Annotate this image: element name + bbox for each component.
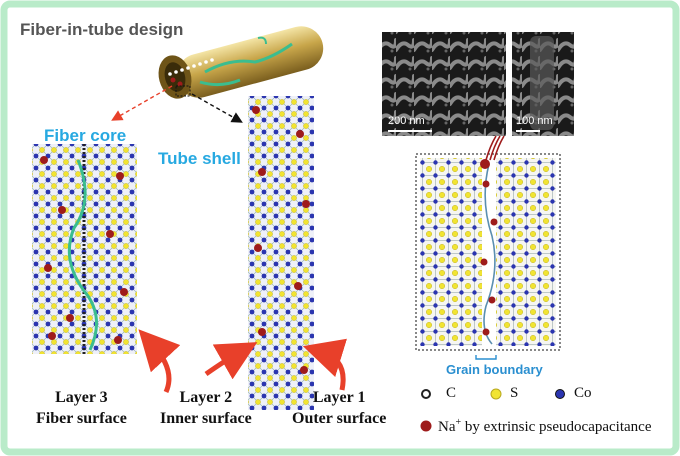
layer-desc: Inner surface (160, 410, 252, 427)
layer-name: Layer 2 (179, 389, 233, 406)
layer-3-caption: Layer 3 Fiber surface (36, 387, 127, 429)
layer-1-caption: Layer 1 Outer surface (292, 387, 386, 429)
legend-sodium-charge: + (455, 417, 462, 428)
legend-sulfur: S (510, 385, 519, 401)
curved-arrow-icon (302, 338, 348, 391)
legend-carbon: C (446, 385, 457, 401)
carbon-legend-marker (421, 389, 431, 399)
tube-shell-label: Tube shell (158, 149, 241, 168)
sem-images (382, 32, 574, 136)
legend-sodium-symbol: Na (438, 419, 456, 435)
sodium-legend-marker (420, 420, 432, 432)
fiber-core-label: Fiber core (44, 126, 127, 145)
legend-sodium: Na+ by extrinsic pseudocapacitance (438, 417, 651, 436)
scale-bar-label: 100 nm (516, 115, 553, 127)
dashed-arrow-icon (191, 93, 243, 123)
tube-shell-lattice (248, 96, 314, 410)
legend-cobalt: Co (574, 385, 592, 401)
layer-2-caption: Layer 2 Inner surface (160, 387, 252, 429)
dashed-arrow-icon (111, 85, 173, 121)
figure-title: Fiber-in-tube design (20, 20, 184, 39)
cobalt-legend-marker (555, 389, 565, 399)
layer-desc: Outer surface (292, 410, 387, 427)
fiber-in-tube-illustration (158, 26, 324, 99)
grain-boundary-lattice (415, 135, 561, 360)
layer-name: Layer 1 (312, 389, 366, 406)
legend-sodium-desc: by extrinsic pseudocapacitance (461, 419, 652, 435)
curved-arrow-icon (204, 342, 258, 380)
sulfur-legend-marker (490, 388, 502, 400)
grain-boundary-label: Grain boundary (446, 362, 543, 377)
layer-name: Layer 3 (55, 389, 108, 406)
scale-bar-label: 200 nm (388, 115, 425, 127)
curved-arrow-icon (138, 329, 181, 394)
fiber-core-lattice (32, 144, 137, 354)
layer-desc: Fiber surface (36, 410, 127, 427)
